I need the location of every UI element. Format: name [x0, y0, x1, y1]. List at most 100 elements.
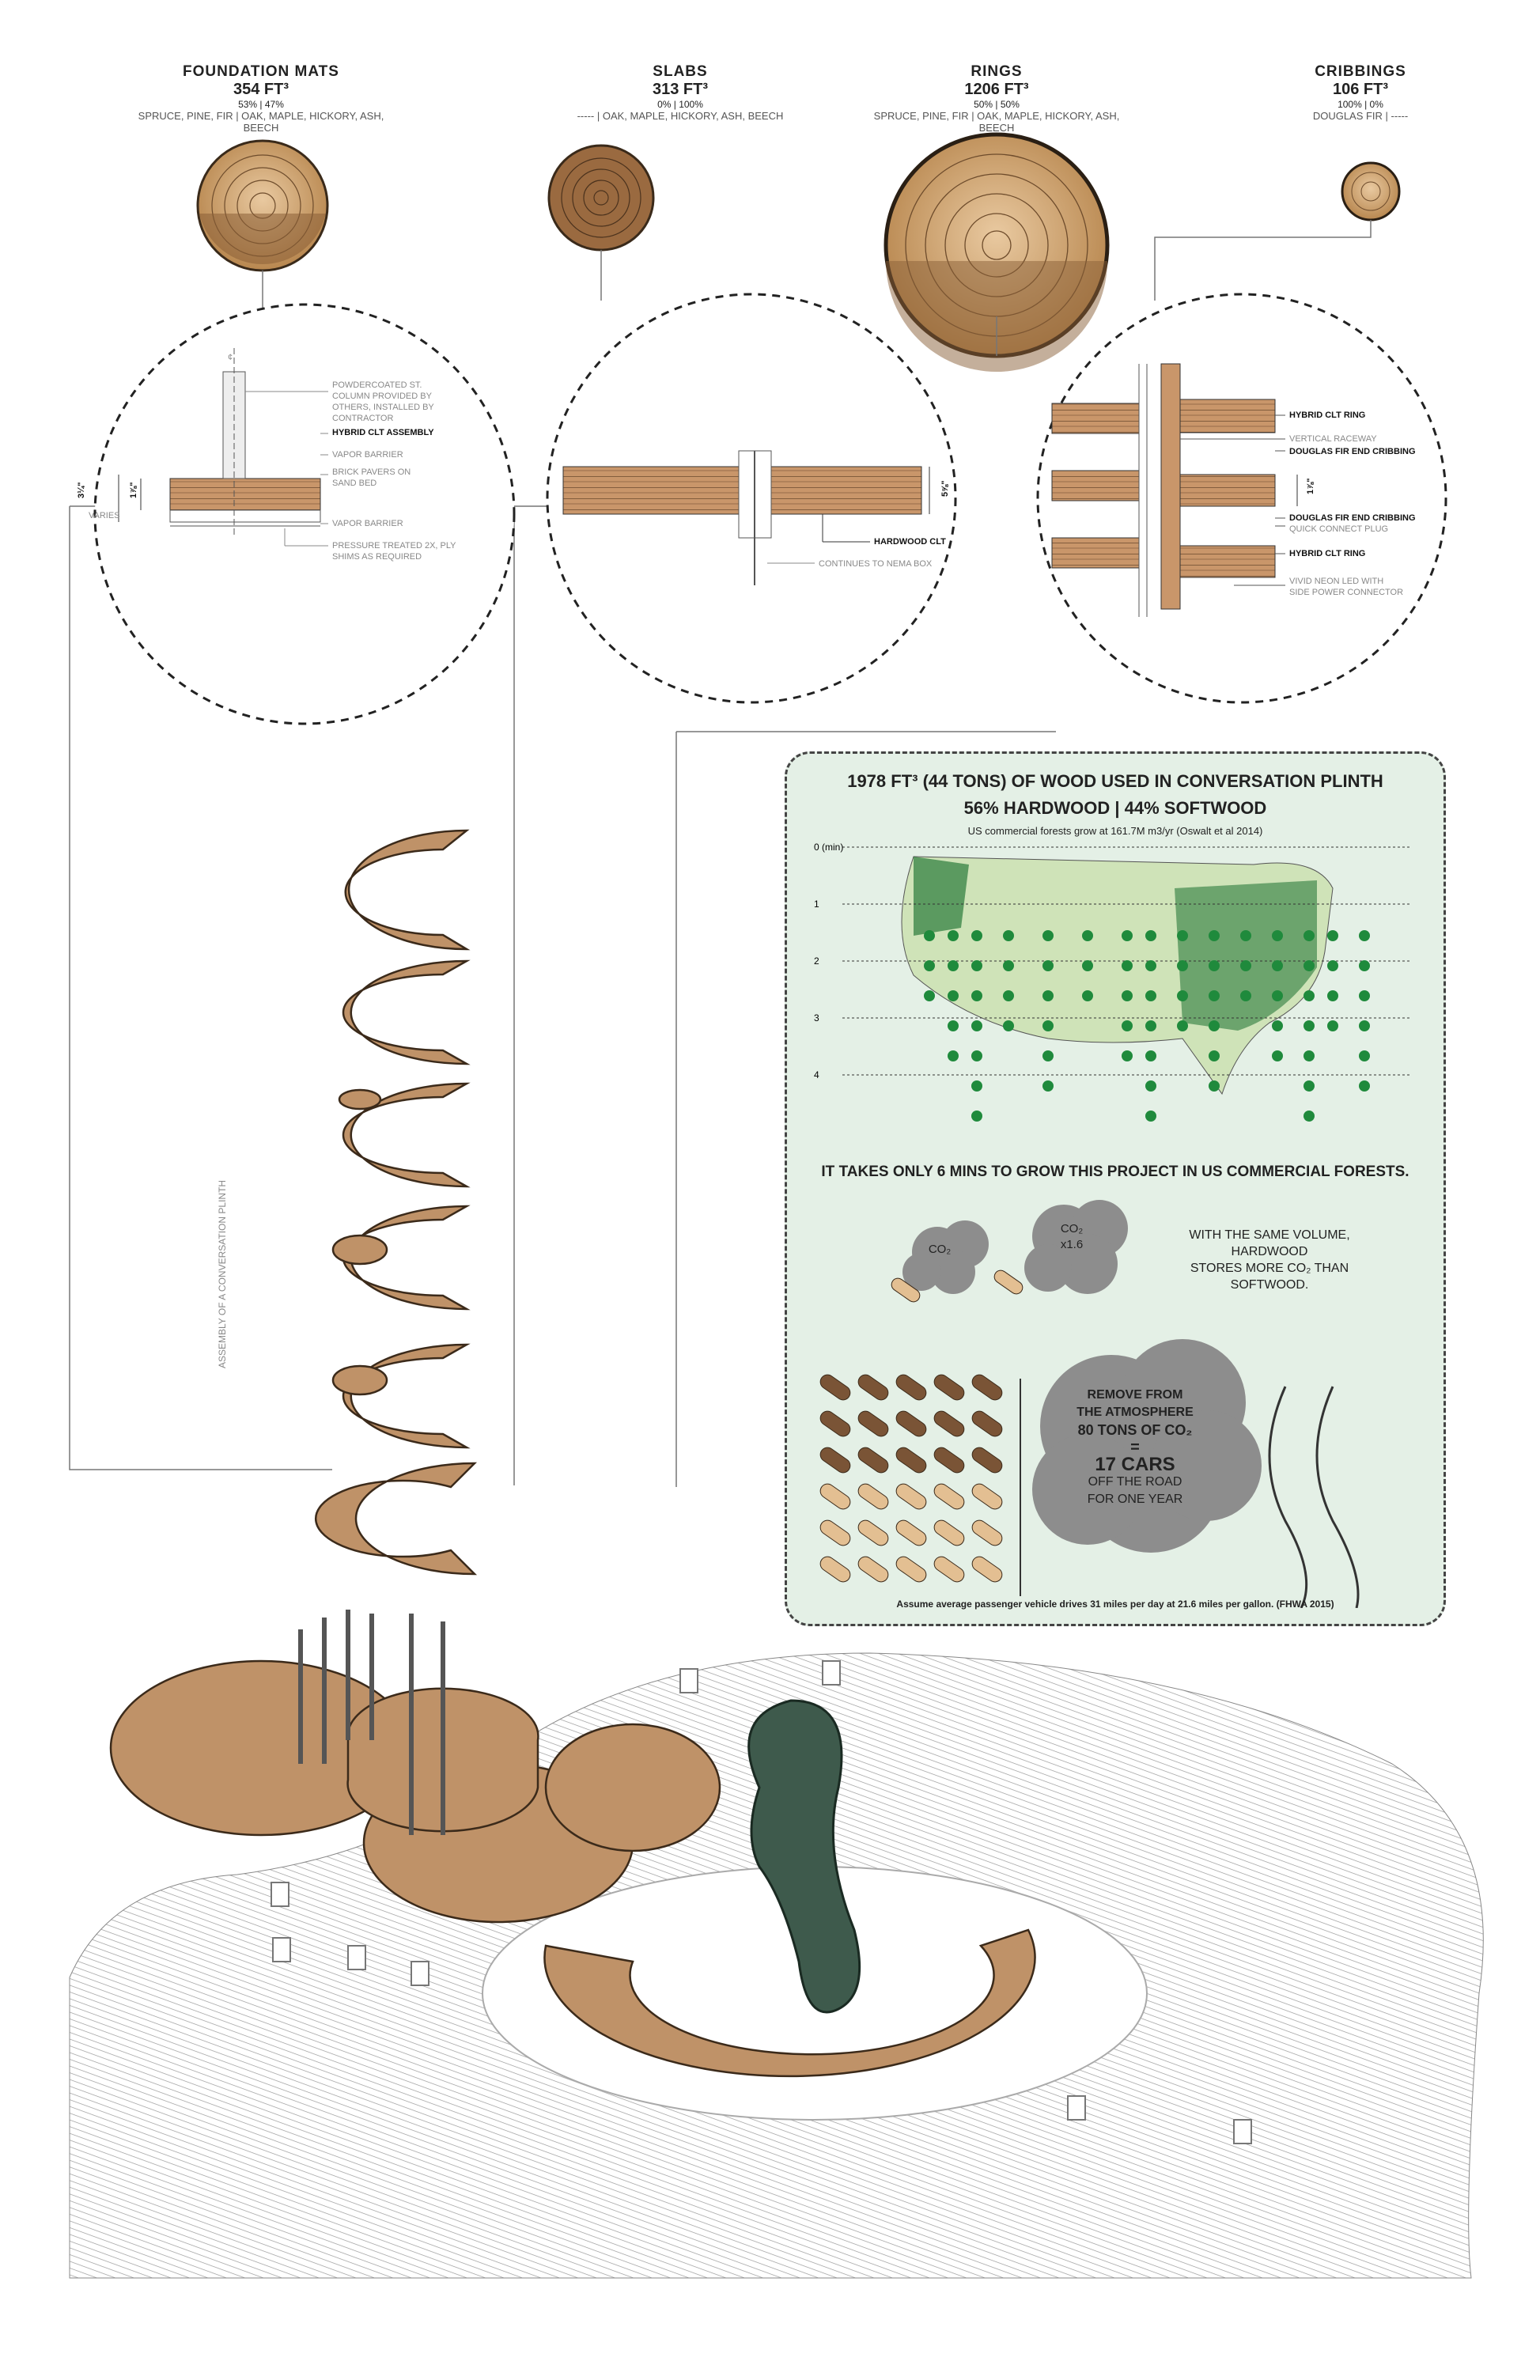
- note-clt: HYBRID CLT ASSEMBLY: [332, 428, 434, 437]
- column-species: SPRUCE, PINE, FIR | OAK, MAPLE, HICKORY,…: [873, 110, 1120, 134]
- tree-icon: [1359, 1050, 1370, 1061]
- volume-line: WITH THE SAME VOLUME,: [1189, 1228, 1350, 1242]
- tree-icon: [1122, 1050, 1133, 1061]
- panel-headline: 1978 FT³ (44 TONS) OF WOOD USED IN CONVE…: [847, 771, 1383, 791]
- tree-icon: [948, 960, 959, 971]
- note-clt-ring: HYBRID CLT RING: [1289, 549, 1365, 558]
- tree-icon: [948, 930, 959, 941]
- column-volume: 1206 FT³: [964, 81, 1029, 98]
- tree-icon: [948, 990, 959, 1001]
- tree-icon: [1209, 960, 1220, 971]
- dim-label: VARIES: [89, 511, 120, 520]
- time-gridlines: 0 (min)12345: [814, 842, 1412, 1080]
- header-slabs: SLABS 313 FT³ 0% | 100% ----- | OAK, MAP…: [546, 63, 815, 122]
- road: [1268, 1386, 1308, 1608]
- hardwood-log-icon: [933, 1447, 965, 1474]
- tree-icon: [1122, 990, 1133, 1001]
- column-title: FOUNDATION MATS: [183, 63, 339, 80]
- softwood-log-icon: [933, 1483, 965, 1510]
- hardwood-log-icon: [971, 1374, 1003, 1401]
- tree-icon: [1003, 960, 1014, 971]
- time-tick-label: 3: [814, 1012, 819, 1024]
- tree-icon: [1209, 1050, 1220, 1061]
- tree-icon: [1304, 1020, 1315, 1031]
- cloud-line: 17 CARS: [1095, 1454, 1175, 1475]
- softwood-log-icon: [819, 1556, 851, 1583]
- hardwood-log-icon: [819, 1410, 851, 1437]
- cloud-line: =: [1130, 1439, 1140, 1456]
- hardwood-log-icon: [819, 1447, 851, 1474]
- cloud-line: THE ATMOSPHERE: [1076, 1406, 1194, 1419]
- volume-line: SOFTWOOD.: [1230, 1278, 1309, 1292]
- tree-icon: [1003, 930, 1014, 941]
- column-species: DOUGLAS FIR | -----: [1312, 110, 1409, 122]
- time-tick-label: 2: [814, 955, 819, 967]
- note-column: POWDERCOATED ST.: [332, 380, 422, 390]
- tree-icon: [1177, 960, 1188, 971]
- tree-icon: [1209, 990, 1220, 1001]
- softwood-log-icon: [819, 1519, 851, 1546]
- tree-icon: [1122, 960, 1133, 971]
- sculpture: [747, 1699, 861, 2014]
- tree-icon: [1240, 930, 1251, 941]
- cloud-line: FOR ONE YEAR: [1087, 1493, 1183, 1506]
- tree-icon: [1122, 1020, 1133, 1031]
- note-vapor: VAPOR BARRIER: [332, 519, 403, 528]
- tree-icon: [1304, 1111, 1315, 1122]
- softwood-log-icon: [895, 1519, 927, 1546]
- tree-icon: [1145, 990, 1156, 1001]
- log-cribbings: [1341, 161, 1401, 221]
- co2-label-b: CO₂: [1060, 1222, 1084, 1235]
- tree-icon: [1082, 960, 1093, 971]
- note-pavers: BRICK PAVERS ON: [332, 467, 411, 477]
- detail-circle-foundation: 3¼" 1⅞" VARIES ¢ POWDERCOATED ST. COLUMN…: [77, 303, 516, 725]
- tree-icon: [1003, 990, 1014, 1001]
- co2-label-a: CO₂: [928, 1243, 952, 1256]
- leader-lines: [69, 220, 1372, 1487]
- tree-icon: [1082, 930, 1093, 941]
- volume-text: WITH THE SAME VOLUME, HARDWOOD STORES MO…: [1159, 1227, 1380, 1293]
- header-cribbings: CRIBBINGS 106 FT³ 100% | 0% DOUGLAS FIR …: [1258, 63, 1463, 122]
- wood-facts-panel: 1978 FT³ (44 TONS) OF WOOD USED IN CONVE…: [785, 751, 1446, 1626]
- tree-icon: [924, 960, 935, 971]
- tree-icon: [1304, 1050, 1315, 1061]
- softwood-log-icon: [933, 1519, 965, 1546]
- tree-icon: [1042, 1050, 1054, 1061]
- panel-split: 56% HARDWOOD | 44% SOFTWOOD: [963, 798, 1267, 818]
- tree-icon: [1272, 930, 1283, 941]
- tree-icon: [1209, 1020, 1220, 1031]
- note-column: COLUMN PROVIDED BY: [332, 392, 433, 401]
- column-volume: 106 FT³: [1332, 81, 1389, 98]
- note-raceway: VERTICAL RACEWAY: [1289, 434, 1377, 444]
- cloud-line: REMOVE FROM: [1087, 1388, 1183, 1402]
- tree-icon: [971, 1050, 982, 1061]
- columns: [298, 1610, 445, 1835]
- hardwood-log-icon: [895, 1410, 927, 1437]
- tree-icon: [1359, 960, 1370, 971]
- column-species: ----- | OAK, MAPLE, HICKORY, ASH, BEECH: [577, 110, 784, 122]
- tree-icon: [1272, 1020, 1283, 1031]
- tree-icon: [1042, 990, 1054, 1001]
- tree-icon: [1209, 1080, 1220, 1092]
- log-icon: [891, 1277, 921, 1303]
- tree-icon: [971, 960, 982, 971]
- column-volume: 354 FT³: [233, 81, 289, 98]
- note-cribbing: DOUGLAS FIR END CRIBBING: [1289, 447, 1416, 456]
- hardwood-log-icon: [933, 1410, 965, 1437]
- cloud-co2-a: [902, 1220, 989, 1294]
- tree-icon: [1304, 990, 1315, 1001]
- note-hardwood-clt: HARDWOOD CLT: [874, 537, 946, 547]
- note-plug: QUICK CONNECT PLUG: [1289, 524, 1388, 534]
- tree-icon: [1145, 960, 1156, 971]
- tree-icon: [1327, 930, 1338, 941]
- hardwood-log-icon: [857, 1374, 889, 1401]
- note-clt-ring: HYBRID CLT RING: [1289, 411, 1365, 420]
- tree-icon: [1327, 1020, 1338, 1031]
- hardwood-log-icon: [857, 1410, 889, 1437]
- note-nema-box: CONTINUES TO NEMA BOX: [819, 559, 933, 569]
- tree-icon: [1240, 960, 1251, 971]
- tree-icon: [1359, 1020, 1370, 1031]
- tree-icon: [1359, 990, 1370, 1001]
- column-ratio: 100% | 0%: [1338, 99, 1383, 110]
